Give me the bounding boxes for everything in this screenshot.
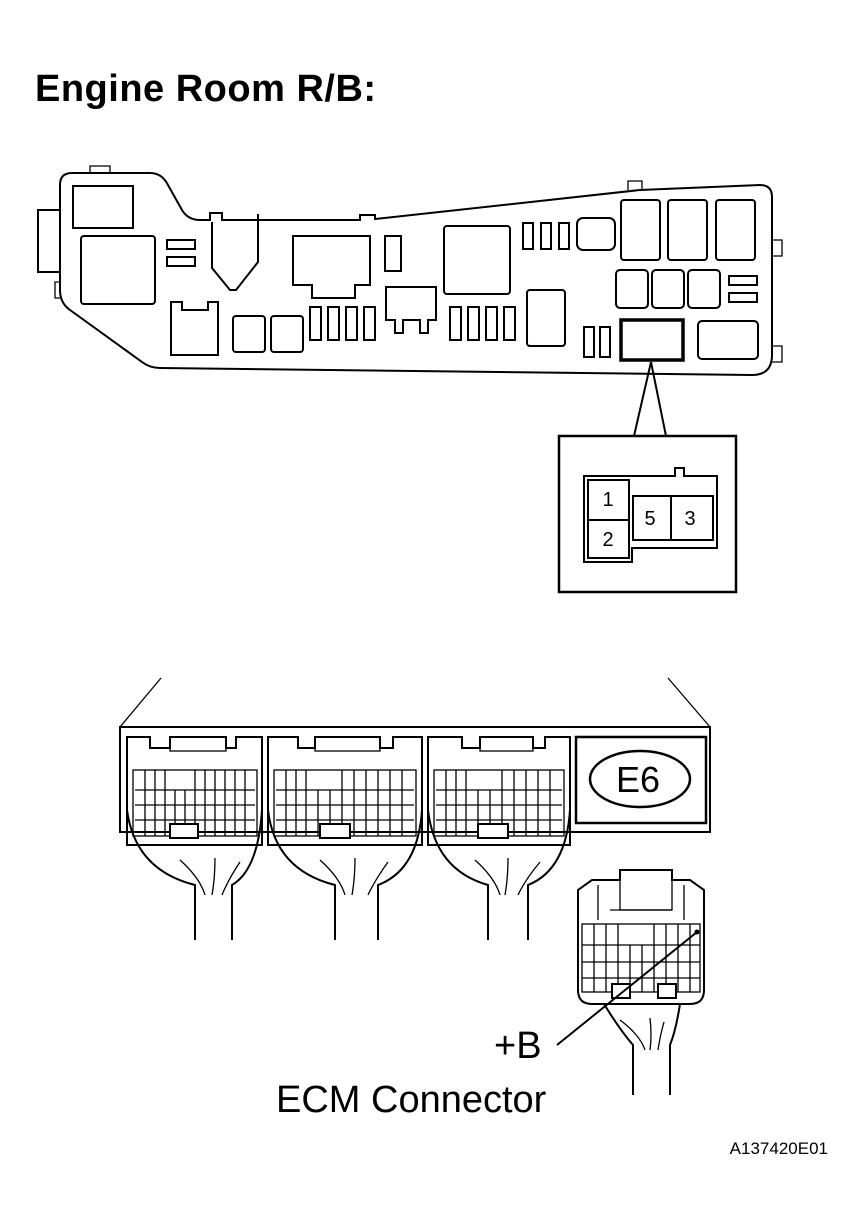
pin-label-1: 1: [602, 489, 613, 511]
pin-label-2: 2: [602, 529, 613, 551]
terminal-label: +B: [494, 1025, 542, 1067]
connector-label: ECM Connector: [276, 1079, 547, 1121]
ecm-socket-right: [427, 736, 571, 846]
ecm-mating-connector: [577, 869, 705, 1095]
terminal-point: [694, 929, 700, 935]
ecm-connector-code: E6: [616, 759, 660, 800]
relay-block-components: [72, 185, 759, 362]
diagram-title: Engine Room R/B:: [35, 68, 377, 110]
wire-harness-bundles: [126, 809, 571, 940]
pin-label-5: 5: [644, 508, 655, 530]
relay-block-housing: [37, 165, 783, 377]
figure-code: A137420E01: [730, 1139, 828, 1158]
e6-code-box: E6: [574, 735, 708, 825]
pin-label-3: 3: [684, 508, 695, 530]
ecm-housing: [119, 677, 711, 833]
relay-socket-callout: 1 2 5 3: [557, 434, 738, 594]
ecm-socket-left: [126, 736, 263, 846]
terminal-leader-line: [556, 931, 698, 1046]
highlighted-relay-socket: [619, 318, 685, 362]
ecm-socket-middle: [267, 736, 423, 846]
callout-line: [633, 361, 667, 437]
